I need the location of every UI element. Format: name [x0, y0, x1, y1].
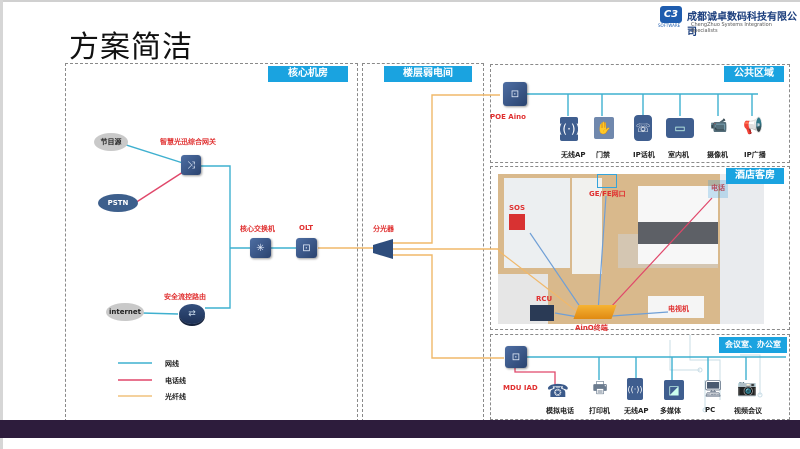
sofa	[572, 178, 602, 274]
public-endpoint-label: 摄像机	[707, 151, 728, 159]
office-endpoint-label: 模拟电话	[546, 407, 574, 415]
splitter-label: 分光器	[373, 225, 394, 233]
page-title: 方案简洁	[69, 30, 193, 65]
line-gateway-router	[200, 165, 231, 309]
pstn-label: PSTN	[107, 199, 129, 207]
office-endpoint-label: 打印机	[589, 407, 610, 415]
sos-button-icon	[509, 214, 525, 230]
olt-device-icon: ⊡	[296, 238, 317, 258]
rcu-board-icon	[530, 305, 554, 321]
gateway-label: 智慧光迅综合网关	[160, 138, 216, 146]
legend-network-label: 网线	[165, 360, 179, 368]
logo-subtext: SOFTWARE	[658, 23, 681, 28]
phone-label: 电话	[711, 184, 725, 192]
zone-public-area	[490, 64, 790, 163]
legend-phone-label: 电话线	[165, 377, 186, 385]
zone-tag-hotel-room: 酒店客房	[726, 168, 784, 184]
poe-aino-device-icon: ⊡	[503, 82, 527, 106]
router-label: 安全流控路由	[164, 293, 206, 301]
wireless-ap-icon: ((·))	[627, 378, 643, 400]
public-drops	[567, 94, 753, 116]
terminal-device-icon	[573, 305, 617, 319]
video-conference-camera-icon: 📷	[737, 377, 757, 397]
printer-icon: 🖶	[592, 377, 608, 397]
line-fiber-to-terminal	[499, 251, 584, 317]
poe-aino-label: POE Aino	[490, 113, 526, 121]
ip-phone-icon: ☏	[634, 115, 652, 141]
splitter-icon	[373, 239, 393, 259]
office-endpoint-label: 多媒体	[660, 407, 681, 415]
terminal-label: AinO终端	[575, 324, 608, 332]
internet-label: internet	[108, 308, 141, 316]
line-pstn-to-gateway	[134, 171, 184, 204]
zone-tag-core-room: 核心机房	[268, 66, 348, 82]
zone-tag-meeting-office: 会议室、办公室	[719, 337, 787, 353]
indoor-unit-icon: ▭	[666, 118, 694, 138]
line-iad-to-phone	[514, 366, 556, 385]
camera-icon: 📹	[710, 118, 728, 134]
company-name: 成都诚卓数码科技有限公司	[687, 12, 797, 38]
program-source-label: 节目源	[100, 138, 122, 146]
line-tv-terminal	[611, 311, 669, 317]
zone-hotel-room	[490, 166, 790, 330]
sos-label: SOS	[509, 204, 526, 212]
ports-label: GE/FE网口	[589, 190, 626, 198]
left-border	[0, 0, 3, 449]
tv-label: 电视机	[668, 305, 689, 313]
line-program-to-gateway	[119, 142, 187, 165]
wireless-ap-icon: ((·))	[558, 117, 580, 141]
room-phone-icon	[708, 180, 728, 198]
public-endpoint-label: IP广播	[744, 151, 766, 159]
core-switch-icon: ✳	[250, 238, 271, 258]
public-endpoint-label: 门禁	[596, 151, 610, 159]
access-control-icon: ✋	[594, 117, 614, 139]
line-splitter-to-office	[392, 254, 504, 359]
public-endpoint-label: 室内机	[668, 151, 689, 159]
analog-phone-icon: ☎	[546, 380, 570, 402]
pstn-cloud-icon: PSTN	[98, 194, 138, 212]
rcu-label: RCU	[536, 295, 553, 303]
zone-meeting-office	[490, 334, 790, 420]
line-phone-terminal	[609, 197, 713, 309]
line-internet-to-router	[141, 312, 179, 315]
company-logo-icon: C3	[660, 6, 682, 23]
legend-fiber-label: 光纤线	[165, 393, 186, 401]
zone-tag-floor-closet: 楼层弱电间	[384, 66, 472, 82]
pc-icon: 🖥	[702, 378, 724, 398]
core-switch-label: 核心交换机	[240, 225, 275, 233]
office-endpoint-label: PC	[705, 406, 716, 414]
gateway-device-icon: ⤨	[181, 155, 201, 175]
line-sos-terminal	[529, 232, 586, 315]
office-endpoint-label: 无线AP	[624, 407, 649, 415]
router-icon: ⇄	[179, 304, 205, 324]
footer-bar	[0, 420, 800, 438]
mdu-iad-device-icon: ⊡	[505, 346, 527, 368]
line-port-terminal	[597, 195, 607, 313]
bed-blanket	[638, 222, 718, 244]
multimedia-screen-icon: ◪	[664, 380, 684, 400]
office-endpoint-label: 视频会议	[734, 407, 762, 415]
line-splitter-to-public	[392, 94, 500, 244]
ip-broadcast-icon: 📢	[743, 115, 763, 135]
line-splitter-to-room	[392, 248, 501, 253]
zone-tag-public-area: 公共区域	[724, 66, 784, 82]
public-endpoint-label: IP话机	[633, 151, 655, 159]
top-border	[0, 0, 800, 2]
internet-cloud-icon: internet	[106, 303, 144, 321]
company-tagline: ChengZhuo Systems Integration Specialist…	[691, 22, 772, 34]
public-endpoint-label: 无线AP	[561, 151, 586, 159]
office-drops	[598, 357, 747, 380]
program-source-cloud-icon: 节目源	[94, 133, 128, 151]
hotel-room-floorplan	[498, 174, 764, 324]
window-curtain	[720, 174, 764, 324]
mdu-iad-label: MDU IAD	[503, 384, 538, 392]
olt-label: OLT	[299, 224, 314, 232]
network-port-icon	[597, 174, 617, 188]
circuit-decoration	[669, 335, 763, 413]
